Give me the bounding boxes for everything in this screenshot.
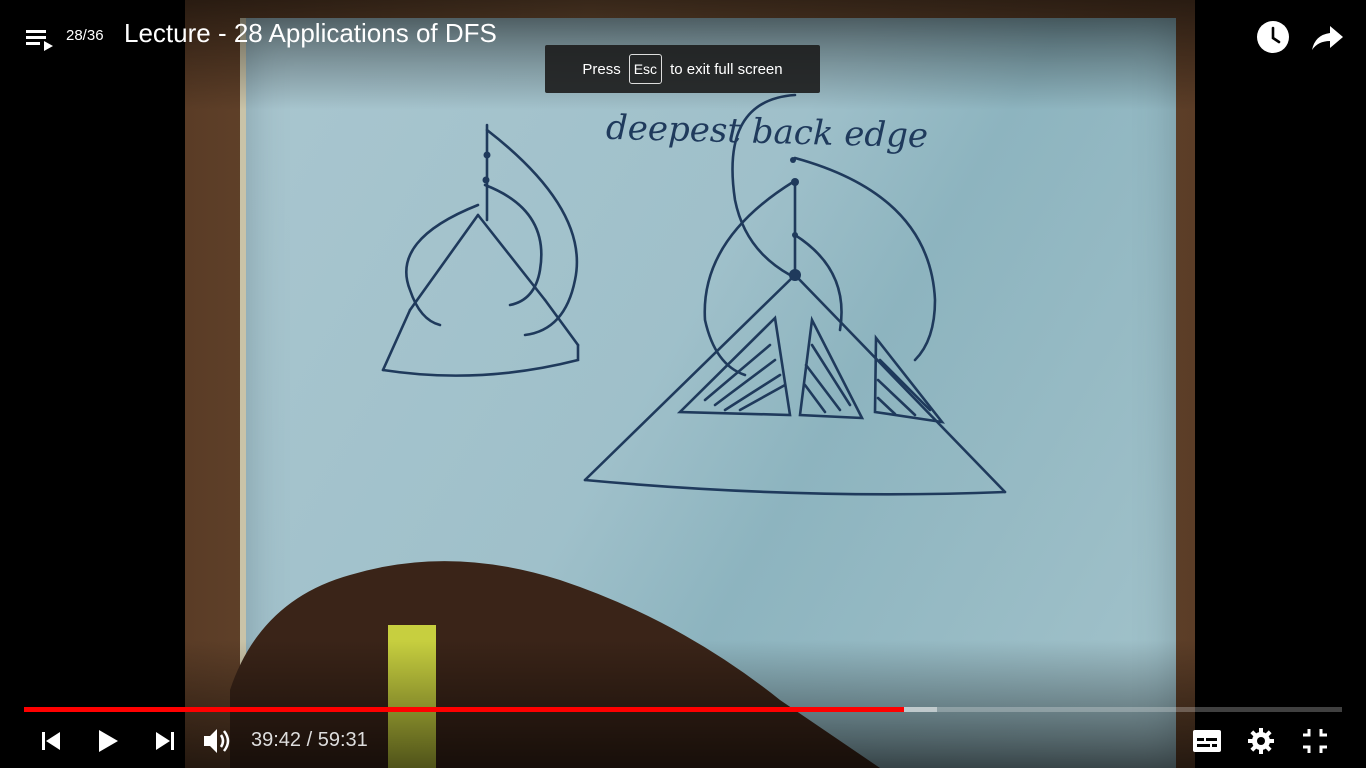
- subtitles-icon: [1193, 730, 1221, 752]
- playlist-icon: [26, 30, 53, 51]
- exit-fullscreen-icon: [1303, 729, 1327, 753]
- gear-icon: [1248, 728, 1274, 754]
- previous-icon: [42, 732, 60, 750]
- next-button[interactable]: [146, 722, 184, 760]
- playlist-index: 28/36: [66, 27, 104, 44]
- captions-button[interactable]: [1188, 722, 1226, 760]
- previous-button[interactable]: [32, 722, 70, 760]
- volume-icon: [204, 729, 230, 753]
- handwritten-label: deepest back edge: [605, 107, 929, 157]
- top-bar: 28/36 Lecture - 28 Applications of DFS: [0, 0, 1366, 72]
- playlist-button[interactable]: [24, 24, 56, 54]
- progress-played: [24, 707, 904, 712]
- play-button[interactable]: [88, 722, 126, 760]
- video-title[interactable]: Lecture - 28 Applications of DFS: [124, 18, 497, 48]
- time-display: 39:42 / 59:31: [251, 729, 368, 752]
- time-separator: /: [301, 729, 318, 751]
- toast-suffix: to exit full screen: [670, 60, 783, 78]
- share-button[interactable]: [1310, 20, 1344, 54]
- toast-press: Press: [582, 60, 621, 78]
- play-icon: [99, 730, 118, 752]
- fullscreen-toast: Press Esc to exit full screen: [545, 45, 820, 93]
- progress-bar[interactable]: [24, 707, 1342, 712]
- exit-fullscreen-button[interactable]: [1296, 722, 1334, 760]
- current-time: 39:42: [251, 729, 302, 751]
- clock-icon: [1257, 21, 1289, 53]
- duration: 59:31: [317, 729, 368, 751]
- esc-key: Esc: [628, 54, 663, 84]
- share-arrow-icon: [1312, 26, 1343, 50]
- volume-button[interactable]: [198, 722, 236, 760]
- settings-button[interactable]: [1242, 722, 1280, 760]
- next-icon: [156, 732, 174, 750]
- watch-later-button[interactable]: [1256, 20, 1290, 54]
